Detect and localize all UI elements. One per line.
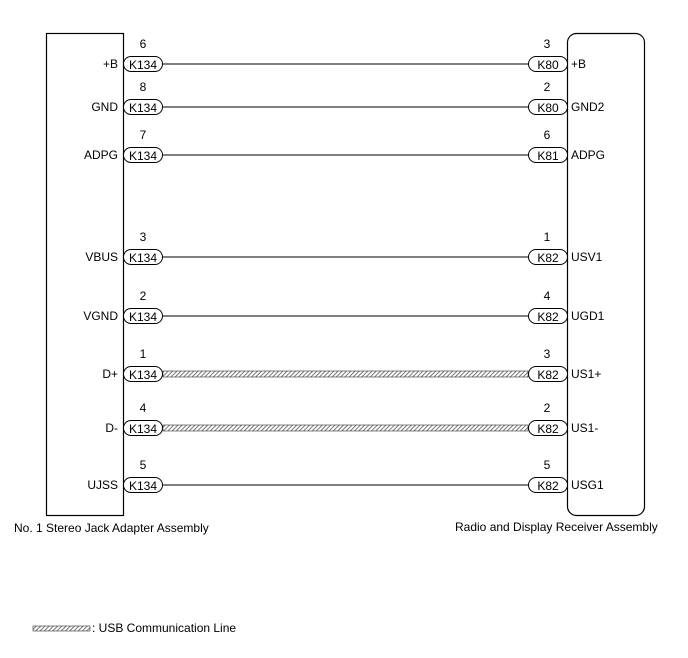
- left-signal-label: VBUS: [85, 250, 118, 264]
- left-connector-badge: K134: [123, 477, 163, 493]
- right-signal-label: GND2: [571, 100, 605, 114]
- left-pin-number: 1: [139, 347, 147, 361]
- right-pin-number: 1: [543, 230, 551, 244]
- right-pin-number: 3: [543, 347, 551, 361]
- left-component-name: No. 1 Stereo Jack Adapter Assembly: [14, 521, 209, 535]
- left-pin-number: 7: [139, 128, 147, 142]
- right-component-name: Radio and Display Receiver Assembly: [455, 520, 658, 534]
- legend-usb-swatch: [32, 625, 91, 632]
- usb-wire: [162, 424, 529, 432]
- left-signal-label: UJSS: [87, 478, 118, 492]
- left-connector-badge: K134: [123, 147, 163, 163]
- right-signal-label: +B: [571, 57, 587, 71]
- right-signal-label: USG1: [571, 478, 604, 492]
- right-signal-label: US1-: [571, 421, 599, 435]
- left-component-box: [45, 32, 125, 517]
- left-connector-badge: K134: [123, 308, 163, 324]
- right-component-box: [566, 32, 646, 517]
- left-pin-number: 8: [139, 80, 147, 94]
- left-signal-label: GND: [91, 100, 118, 114]
- right-connector-badge: K81: [528, 147, 568, 163]
- left-signal-label: VGND: [83, 309, 118, 323]
- left-connector-badge: K134: [123, 56, 163, 72]
- right-pin-number: 5: [543, 458, 551, 472]
- right-connector-badge: K80: [528, 99, 568, 115]
- left-connector-badge: K134: [123, 99, 163, 115]
- right-connector-badge: K82: [528, 420, 568, 436]
- legend-label: : USB Communication Line: [92, 621, 237, 635]
- left-signal-label: D-: [105, 421, 118, 435]
- right-connector-badge: K82: [528, 366, 568, 382]
- right-pin-number: 6: [543, 128, 551, 142]
- right-signal-label: US1+: [571, 367, 602, 381]
- left-signal-label: D+: [102, 367, 118, 381]
- right-pin-number: 2: [543, 401, 551, 415]
- right-pin-number: 4: [543, 289, 551, 303]
- left-signal-label: ADPG: [83, 148, 118, 162]
- right-signal-label: UGD1: [571, 309, 605, 323]
- left-connector-badge: K134: [123, 420, 163, 436]
- left-pin-number: 4: [139, 401, 147, 415]
- right-connector-badge: K82: [528, 249, 568, 265]
- left-pin-number: 2: [139, 289, 147, 303]
- left-pin-number: 6: [139, 37, 147, 51]
- right-connector-badge: K80: [528, 56, 568, 72]
- left-signal-label: +B: [102, 57, 118, 71]
- right-signal-label: USV1: [571, 250, 603, 264]
- left-connector-badge: K134: [123, 366, 163, 382]
- usb-wire: [162, 370, 529, 378]
- left-pin-number: 3: [139, 230, 147, 244]
- right-connector-badge: K82: [528, 308, 568, 324]
- left-pin-number: 5: [139, 458, 147, 472]
- right-signal-label: ADPG: [571, 148, 606, 162]
- right-pin-number: 3: [543, 37, 551, 51]
- right-pin-number: 2: [543, 80, 551, 94]
- left-connector-badge: K134: [123, 249, 163, 265]
- right-connector-badge: K82: [528, 477, 568, 493]
- wire-layer: [162, 63, 529, 486]
